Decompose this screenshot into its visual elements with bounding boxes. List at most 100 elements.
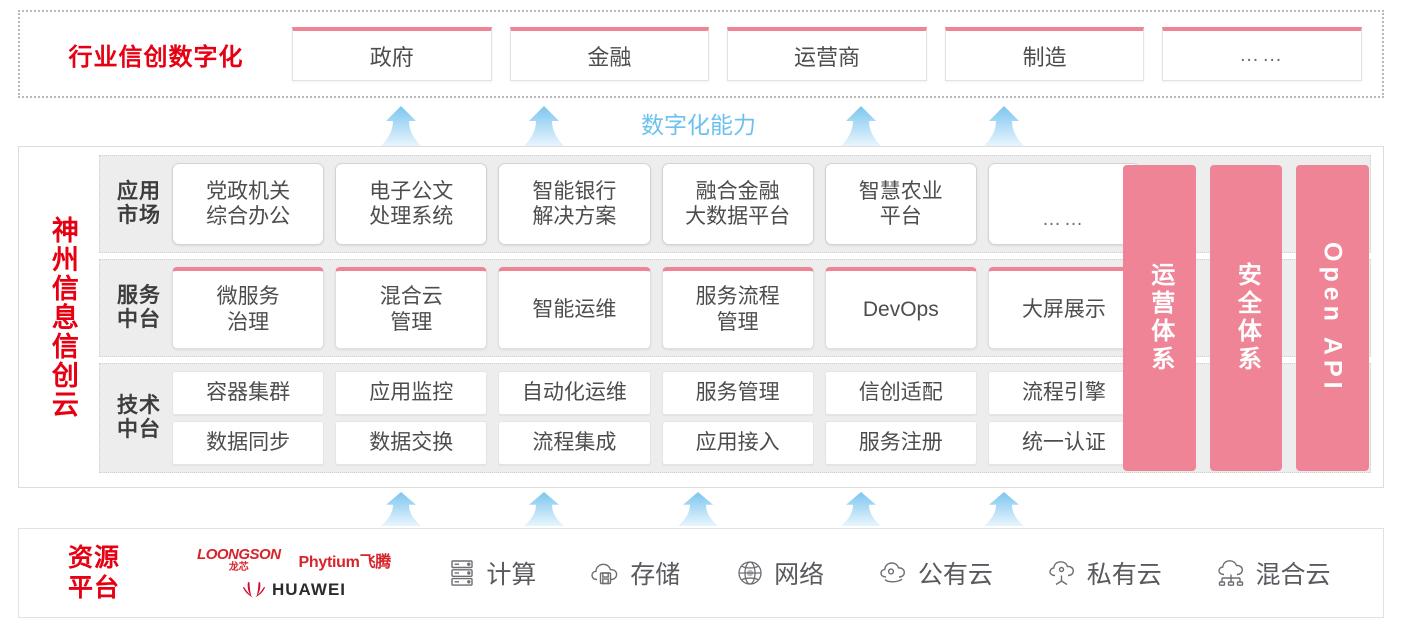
cell-line1: 服务流程 xyxy=(695,285,780,309)
resource-title-line2: 平台 xyxy=(67,574,120,602)
loongson-logo-en: LOONGSON xyxy=(197,545,281,563)
cloud-storage-icon xyxy=(589,556,623,590)
layer-label-service-platform: 服务 中台 xyxy=(106,284,172,332)
up-arrow-icon xyxy=(675,492,721,526)
industry-box-manufacturing[interactable]: 制造 xyxy=(944,27,1145,81)
tech-cell-process-integration[interactable]: 流程集成 xyxy=(498,421,651,465)
resource-item-hybrid-cloud-label: 混合云 xyxy=(1255,561,1331,589)
vertical-bar-operations-label: 运营体系 xyxy=(1146,262,1174,374)
tech-cell-automated-ops[interactable]: 自动化运维 xyxy=(498,371,651,415)
layer-label-line2: 市场 xyxy=(117,204,161,227)
up-arrow-icon xyxy=(838,106,884,146)
vertical-bar-open-api[interactable]: Open API xyxy=(1296,165,1370,471)
vertical-bar-security-label: 安全体系 xyxy=(1233,262,1261,374)
tech-cell-app-access[interactable]: 应用接入 xyxy=(661,421,814,465)
industry-box-finance[interactable]: 金融 xyxy=(509,27,710,81)
resource-item-public-cloud[interactable]: 公有云 xyxy=(877,555,993,591)
phytium-logo: Phytium飞腾 xyxy=(298,553,392,571)
resource-platform-title: 资源 平台 xyxy=(19,543,169,604)
cell-line2: 综合办公 xyxy=(206,205,291,228)
svc-cell-service-process-mgmt[interactable]: 服务流程 管理 xyxy=(661,267,814,349)
industry-band: 行业信创数字化 政府 金融 运营商 制造 …… xyxy=(18,10,1384,98)
resource-platform-band: 资源 平台 LOONGSON 龙芯 Phytium飞腾 xyxy=(18,528,1384,618)
layer-label-line2: 中台 xyxy=(117,418,161,441)
service-platform-cells: 微服务 治理 混合云 管理 智能运维 xyxy=(172,267,1362,349)
tech-cell-xinchuang-adaptation[interactable]: 信创适配 xyxy=(824,371,977,415)
layer-label-line1: 应用 xyxy=(117,179,161,203)
resource-title-line1: 资源 xyxy=(67,543,120,572)
capability-arrow-gap-upper: 数字化能力 xyxy=(0,100,1402,148)
cell-line1: 智慧农业 xyxy=(858,179,943,203)
tech-cell-service-mgmt[interactable]: 服务管理 xyxy=(661,371,814,415)
svc-cell-devops[interactable]: DevOps xyxy=(824,267,977,349)
cloud-platform-body: 应用 市场 党政机关 综合办公 电子公文 xyxy=(99,147,1383,487)
tech-row-2: 数据同步 数据交换 流程集成 应用接入 服务注册 统一认证 xyxy=(172,421,1141,465)
cell-line1: 电子公文 xyxy=(369,179,454,203)
vertical-bar-security[interactable]: 安全体系 xyxy=(1209,165,1283,471)
layer-label-line2: 中台 xyxy=(117,308,161,331)
vertical-bar-operations[interactable]: 运营体系 xyxy=(1123,165,1196,471)
industry-box-carrier[interactable]: 运营商 xyxy=(727,27,927,81)
tech-cell-service-registry[interactable]: 服务注册 xyxy=(824,421,977,465)
network-globe-icon xyxy=(733,556,767,590)
resource-item-list: 计算 存储 xyxy=(419,555,1383,591)
tech-cell-app-monitoring[interactable]: 应用监控 xyxy=(335,371,488,415)
loongson-logo: LOONGSON 龙芯 xyxy=(197,547,281,573)
cell-line2: 平台 xyxy=(879,205,922,228)
up-arrow-icon xyxy=(521,106,567,146)
cell-line1: 混合云 xyxy=(379,285,443,309)
cell-line2: 管理 xyxy=(716,310,759,334)
app-cell-edoc-system[interactable]: 电子公文 处理系统 xyxy=(335,163,488,245)
app-cell-more[interactable]: …… xyxy=(987,163,1141,245)
svc-cell-smart-ops[interactable]: 智能运维 xyxy=(498,267,651,349)
resource-item-private-cloud[interactable]: 私有云 xyxy=(1046,555,1162,591)
server-rack-icon xyxy=(445,556,479,590)
capability-arrow-gap-lower xyxy=(0,488,1402,528)
tech-cell-data-sync[interactable]: 数据同步 xyxy=(172,421,325,465)
up-arrow-icon xyxy=(838,492,884,526)
cell-line1: 智能运维 xyxy=(532,297,617,321)
tech-row-1: 容器集群 应用监控 自动化运维 服务管理 信创适配 流程引擎 xyxy=(172,371,1141,415)
hybrid-cloud-icon xyxy=(1215,556,1249,590)
app-cell-government-office[interactable]: 党政机关 综合办公 xyxy=(172,163,325,245)
cell-line1: 融合金融 xyxy=(695,179,780,203)
industry-box-government[interactable]: 政府 xyxy=(292,27,492,81)
svc-cell-microservice-governance[interactable]: 微服务 治理 xyxy=(172,267,325,349)
resource-item-private-cloud-label: 私有云 xyxy=(1086,561,1162,589)
tech-cell-container-cluster[interactable]: 容器集群 xyxy=(172,371,325,415)
public-cloud-icon xyxy=(877,556,911,590)
industry-box-more[interactable]: …… xyxy=(1162,27,1362,81)
tech-cell-unified-auth[interactable]: 统一认证 xyxy=(987,421,1141,465)
tech-cell-data-exchange[interactable]: 数据交换 xyxy=(335,421,488,465)
cell-line1: 微服务 xyxy=(216,285,280,309)
up-arrow-icon xyxy=(981,492,1027,526)
app-cell-smart-banking[interactable]: 智能银行 解决方案 xyxy=(498,163,651,245)
svc-cell-hybrid-cloud-mgmt[interactable]: 混合云 管理 xyxy=(335,267,488,349)
layer-label-line1: 技术 xyxy=(117,393,161,417)
capability-label: 数字化能力 xyxy=(641,112,756,138)
resource-item-network[interactable]: 网络 xyxy=(733,555,824,591)
loongson-logo-cn: 龙芯 xyxy=(228,561,249,573)
resource-item-hybrid-cloud[interactable]: 混合云 xyxy=(1215,555,1331,591)
cell-line2: 解决方案 xyxy=(532,205,617,228)
cell-line1: DevOps xyxy=(862,297,939,321)
cloud-platform-title-text: 神州信息信创云 xyxy=(47,215,78,419)
up-arrow-icon xyxy=(378,106,424,146)
vertical-bar-open-api-label: Open API xyxy=(1318,242,1347,394)
cell-line2: 治理 xyxy=(227,310,270,334)
tech-cell-process-engine[interactable]: 流程引擎 xyxy=(987,371,1141,415)
cloud-platform-title: 神州信息信创云 xyxy=(19,147,99,487)
layer-label-app-market: 应用 市场 xyxy=(106,180,172,228)
app-cell-finance-bigdata[interactable]: 融合金融 大数据平台 xyxy=(661,163,814,245)
vendor-logo-block: LOONGSON 龙芯 Phytium飞腾 HUAWEI xyxy=(169,547,419,600)
app-cell-smart-agriculture[interactable]: 智慧农业 平台 xyxy=(824,163,977,245)
resource-item-public-cloud-label: 公有云 xyxy=(917,561,993,589)
resource-item-compute[interactable]: 计算 xyxy=(445,555,536,591)
resource-item-storage[interactable]: 存储 xyxy=(589,555,680,591)
cell-line1: 大屏展示 xyxy=(1021,297,1106,321)
vendor-logo-row-top: LOONGSON 龙芯 Phytium飞腾 xyxy=(197,547,391,573)
huawei-logo: HUAWEI xyxy=(242,580,346,600)
industry-band-title: 行业信创数字化 xyxy=(68,43,244,71)
cell-line1: 智能银行 xyxy=(532,179,617,203)
svc-cell-big-screen-display[interactable]: 大屏展示 xyxy=(987,267,1141,349)
